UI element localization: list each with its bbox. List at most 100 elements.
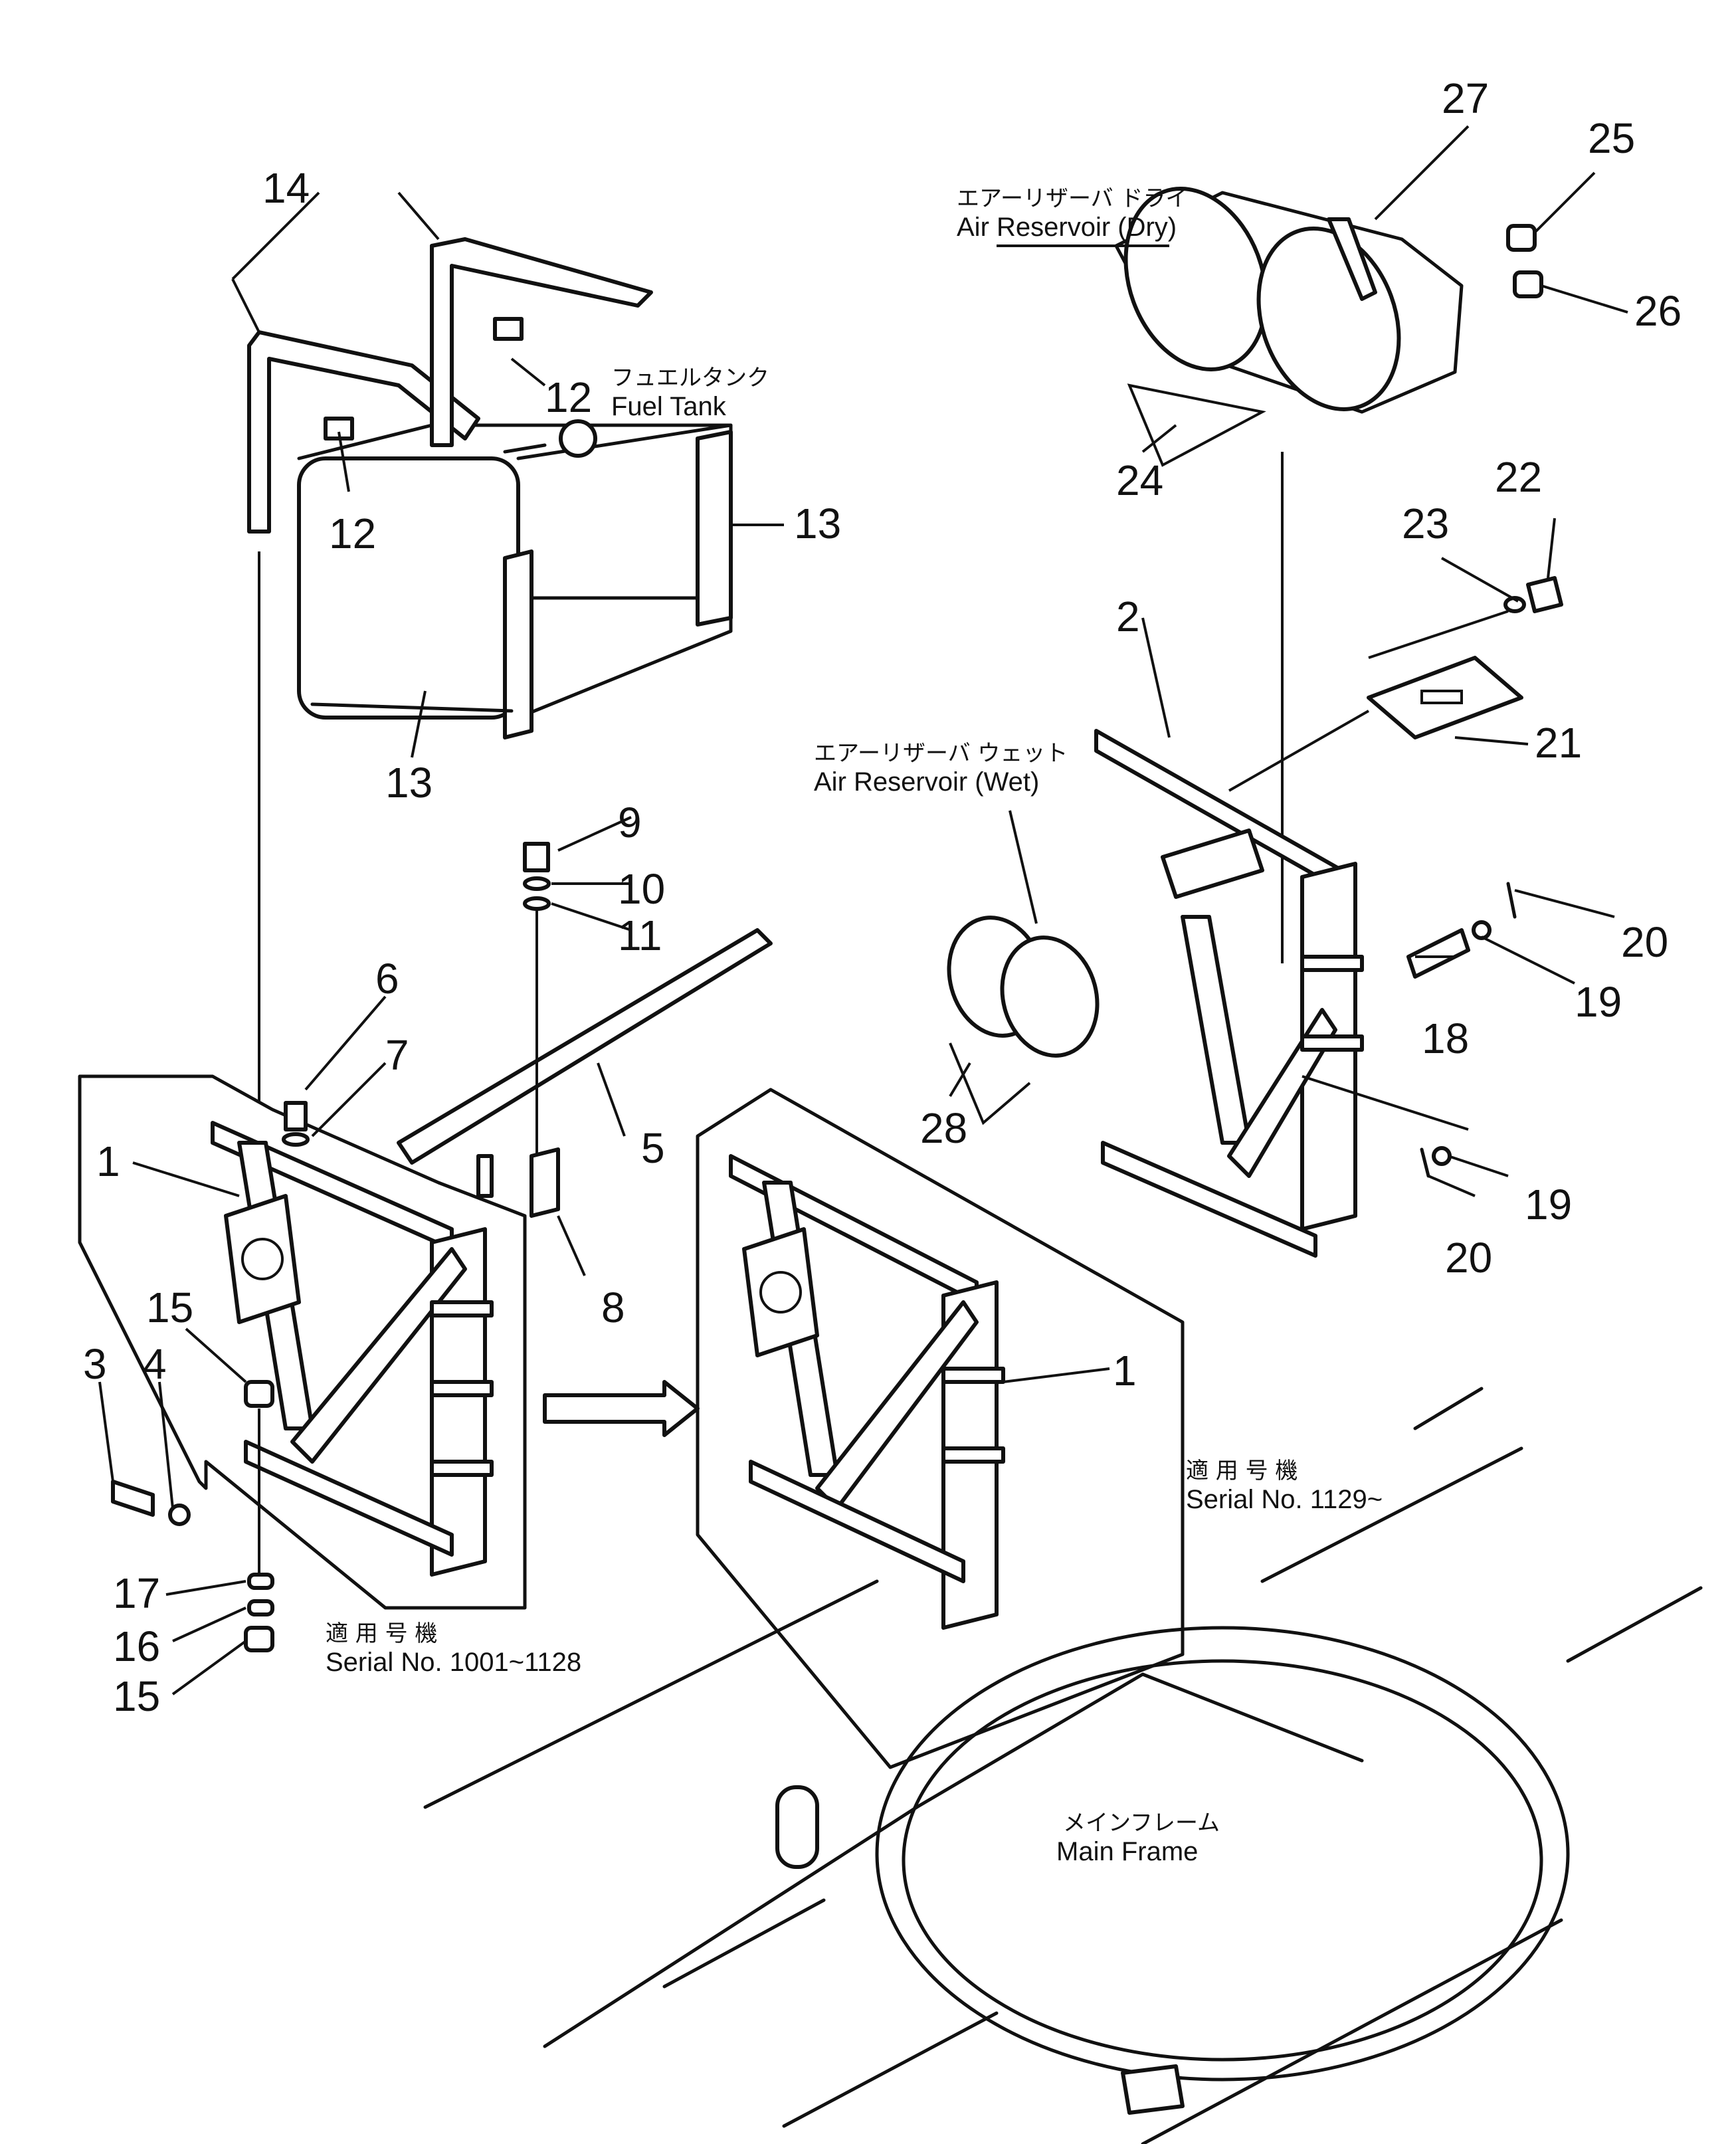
frame-edge-right bbox=[1566, 1586, 1703, 1663]
part-number: 8 bbox=[601, 1284, 625, 1331]
washer-11 bbox=[523, 896, 551, 911]
direction-arrow bbox=[543, 1380, 700, 1437]
part-number: 2 bbox=[1116, 593, 1140, 640]
leader-17 bbox=[165, 1580, 246, 1596]
serial-old-label-jp: 適 用 号 機 bbox=[326, 1620, 437, 1647]
frame-old-diagonal bbox=[290, 1247, 467, 1464]
turntable-ring-inner bbox=[902, 1659, 1543, 2062]
pin-guide-line bbox=[1302, 1075, 1469, 1131]
bolt-22 bbox=[1526, 576, 1563, 613]
part-number: 7 bbox=[385, 1031, 409, 1079]
serial-new-label-en: Serial No. 1129~ bbox=[1186, 1485, 1383, 1514]
pin-18 bbox=[1406, 928, 1470, 979]
part-number: 27 bbox=[1442, 74, 1489, 122]
leader-14-a bbox=[231, 191, 320, 280]
bar-5 bbox=[397, 928, 773, 1165]
bar-5-drawing bbox=[397, 842, 773, 1218]
washer-19-a bbox=[1472, 920, 1492, 940]
frame-old-boundary bbox=[78, 1074, 527, 1610]
part-number: 5 bbox=[641, 1124, 665, 1172]
ring-inner-edge bbox=[915, 1672, 1364, 1809]
plate-21-guide-line bbox=[1228, 710, 1369, 792]
plug-26 bbox=[1513, 270, 1543, 298]
leader-1-new bbox=[1003, 1367, 1110, 1383]
fuel-tank-drawing bbox=[247, 237, 733, 1103]
leader-air-wet bbox=[1009, 810, 1038, 924]
leader-5 bbox=[597, 1062, 626, 1137]
air-reservoir-dry-label-en: Air Reservoir (Dry) bbox=[957, 213, 1177, 242]
part-number: 19 bbox=[1575, 978, 1622, 1026]
main-frame-drawing bbox=[423, 1387, 1703, 2144]
part-number: 12 bbox=[545, 373, 592, 421]
frame-new-drawing bbox=[696, 1088, 1185, 1769]
part-number: 12 bbox=[329, 510, 376, 557]
leader-16 bbox=[172, 1607, 246, 1642]
leader-23 bbox=[1441, 557, 1519, 603]
frame-2-drawing bbox=[1094, 576, 1563, 1258]
frame-2-rib-1 bbox=[1300, 955, 1364, 972]
leader-1-old bbox=[132, 1161, 240, 1197]
leader-3 bbox=[98, 1381, 114, 1482]
part-number: 26 bbox=[1634, 287, 1682, 335]
frame-old-bottom-bar bbox=[244, 1440, 454, 1557]
leader-7 bbox=[311, 1062, 387, 1137]
part-number: 23 bbox=[1402, 500, 1449, 547]
fuel-tank-label-en: Fuel Tank bbox=[611, 392, 727, 421]
part-number: 1 bbox=[96, 1137, 120, 1185]
turntable-ring-outer bbox=[875, 1626, 1570, 2082]
air-wet-band-2 bbox=[1000, 935, 1100, 1058]
plate-21-slot bbox=[1420, 690, 1463, 704]
part-number: 20 bbox=[1445, 1234, 1492, 1282]
fuel-tank-body bbox=[297, 456, 520, 720]
frame-post bbox=[775, 1785, 819, 1869]
leader-22 bbox=[1547, 518, 1556, 579]
leader-20-a bbox=[1514, 889, 1615, 918]
band-13-front bbox=[503, 549, 533, 739]
band-28-leader bbox=[949, 1042, 1031, 1125]
main-frame-label-en: Main Frame bbox=[1056, 1837, 1198, 1866]
leader-8 bbox=[557, 1215, 586, 1276]
leader-lines bbox=[98, 125, 1628, 1696]
leader-28 bbox=[949, 1062, 971, 1098]
frame-old-rib-1 bbox=[430, 1300, 494, 1317]
frame-old-drawing bbox=[78, 1074, 527, 1652]
frame-new-flange-hole bbox=[759, 1271, 802, 1314]
leader-14-c bbox=[231, 278, 260, 333]
band-13-right bbox=[696, 430, 733, 627]
leader-25 bbox=[1533, 171, 1596, 234]
bolt-27 bbox=[1327, 217, 1377, 301]
part-number: 24 bbox=[1116, 456, 1163, 504]
part-number: 15 bbox=[146, 1284, 193, 1331]
leader-2 bbox=[1141, 617, 1171, 738]
leader-11 bbox=[551, 902, 632, 931]
part-number: 20 bbox=[1621, 918, 1668, 966]
leader-19-a bbox=[1481, 935, 1575, 985]
air-reservoir-wet-label-jp: エアーリザーバ ウェット bbox=[814, 740, 1068, 767]
part-number: 19 bbox=[1525, 1181, 1572, 1228]
air-dry-band-2 bbox=[1256, 227, 1401, 411]
washer-4 bbox=[168, 1504, 191, 1526]
leader-6 bbox=[304, 995, 387, 1091]
part-number-labels: 14 12 12 13 13 9 10 11 6 7 1 5 8 15 3 4 … bbox=[83, 74, 1682, 1720]
frame-edge-left bbox=[423, 1579, 879, 1809]
washer-7 bbox=[282, 1132, 310, 1147]
leader-20-b bbox=[1428, 1175, 1476, 1197]
cap-fitting bbox=[559, 419, 597, 458]
frame-2-bottom-bar bbox=[1101, 1141, 1317, 1258]
fuel-tank-label-jp: フュエルタンク bbox=[611, 365, 769, 391]
cotter-20-a bbox=[1506, 882, 1517, 919]
leader-14-b bbox=[397, 191, 440, 241]
air-dry-band-1 bbox=[1123, 187, 1268, 371]
fuel-tank-top-edge bbox=[516, 423, 733, 460]
part-number: 14 bbox=[262, 164, 310, 212]
washer-19-b bbox=[1432, 1146, 1452, 1166]
part-number: 22 bbox=[1495, 453, 1542, 501]
frame-edge-back bbox=[1260, 1446, 1523, 1583]
frame-new-rib-1 bbox=[941, 1367, 1005, 1384]
bolt-6 bbox=[284, 1101, 308, 1131]
leader-15-a bbox=[185, 1327, 247, 1383]
frame-2-left-leg bbox=[1181, 915, 1251, 1145]
frame-old-rib-3 bbox=[430, 1460, 494, 1477]
frame-old-flange-hole bbox=[241, 1238, 284, 1280]
frame-edge-bottom bbox=[1141, 1918, 1563, 2144]
